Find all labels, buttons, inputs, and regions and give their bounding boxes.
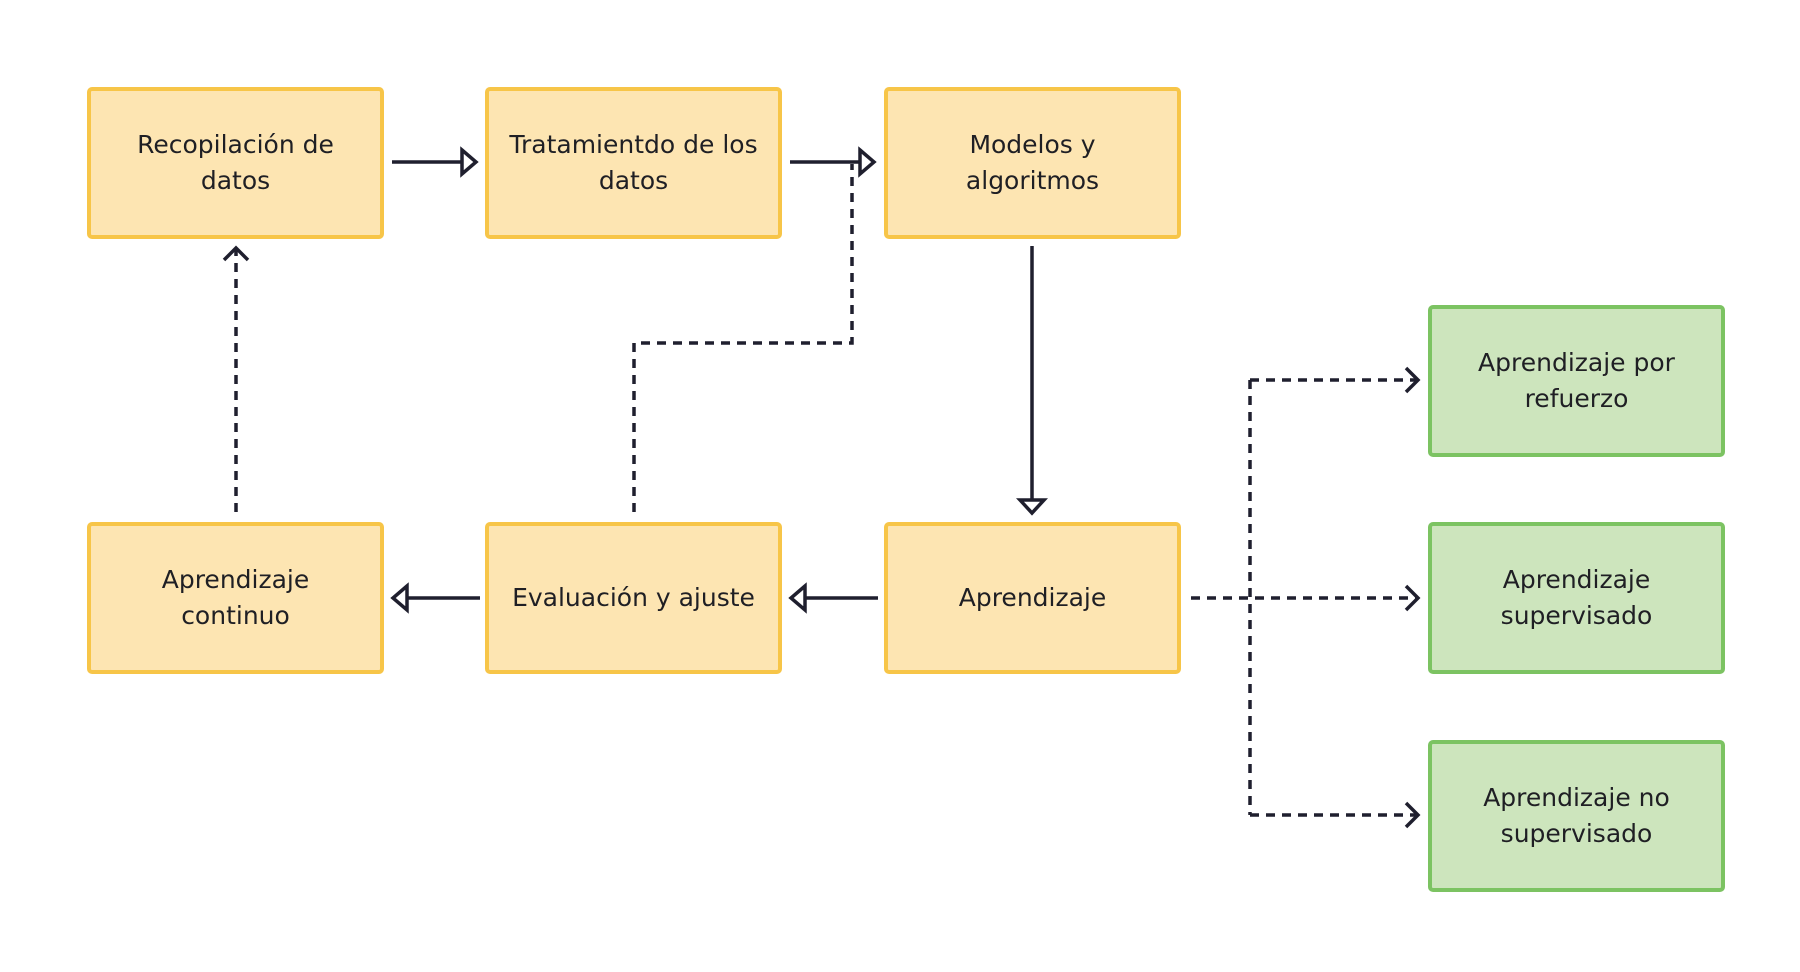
arrowhead-modelos — [858, 146, 877, 178]
node-tratamiento-de-los-datos[interactable]: Tratamientdo de los datos — [485, 87, 782, 239]
node-aprendizaje[interactable]: Aprendizaje — [884, 522, 1181, 674]
node-aprendizaje-no-supervisado[interactable]: Aprendizaje no supervisado — [1428, 740, 1725, 892]
node-label: Aprendizaje no supervisado — [1483, 783, 1670, 848]
arrowhead-evaluacion — [788, 582, 807, 614]
node-label: Aprendizaje por refuerzo — [1478, 348, 1675, 413]
arrowhead-supervisado — [1404, 584, 1421, 612]
arrowhead-refuerzo — [1404, 366, 1421, 394]
arrowhead-tratamiento — [460, 146, 479, 178]
node-label: Tratamientdo de los datos — [509, 130, 758, 195]
node-aprendizaje-continuo[interactable]: Aprendizaje continuo — [87, 522, 384, 674]
node-label: Modelos y algoritmos — [965, 130, 1100, 195]
arrowhead-aprendizaje — [1016, 498, 1048, 516]
arrowhead-aprendizaje-continuo — [390, 582, 409, 614]
node-evaluacion-y-ajuste[interactable]: Evaluación y ajuste — [485, 522, 782, 674]
node-aprendizaje-por-refuerzo[interactable]: Aprendizaje por refuerzo — [1428, 305, 1725, 457]
node-aprendizaje-supervisado[interactable]: Aprendizaje supervisado — [1428, 522, 1725, 674]
node-label: Evaluación y ajuste — [512, 583, 755, 612]
node-label: Aprendizaje — [958, 583, 1107, 612]
arrowhead-recopilacion — [222, 245, 250, 262]
edge-evaluacion-to-modelos — [632, 164, 854, 512]
node-label: Aprendizaje continuo — [161, 565, 310, 630]
node-recopilacion-de-datos[interactable]: Recopilación de datos — [87, 87, 384, 239]
node-label: Aprendizaje supervisado — [1500, 565, 1653, 630]
arrowhead-no-supervisado — [1404, 801, 1421, 829]
node-label: Recopilación de datos — [137, 130, 334, 195]
node-modelos-y-algoritmos[interactable]: Modelos y algoritmos — [884, 87, 1181, 239]
